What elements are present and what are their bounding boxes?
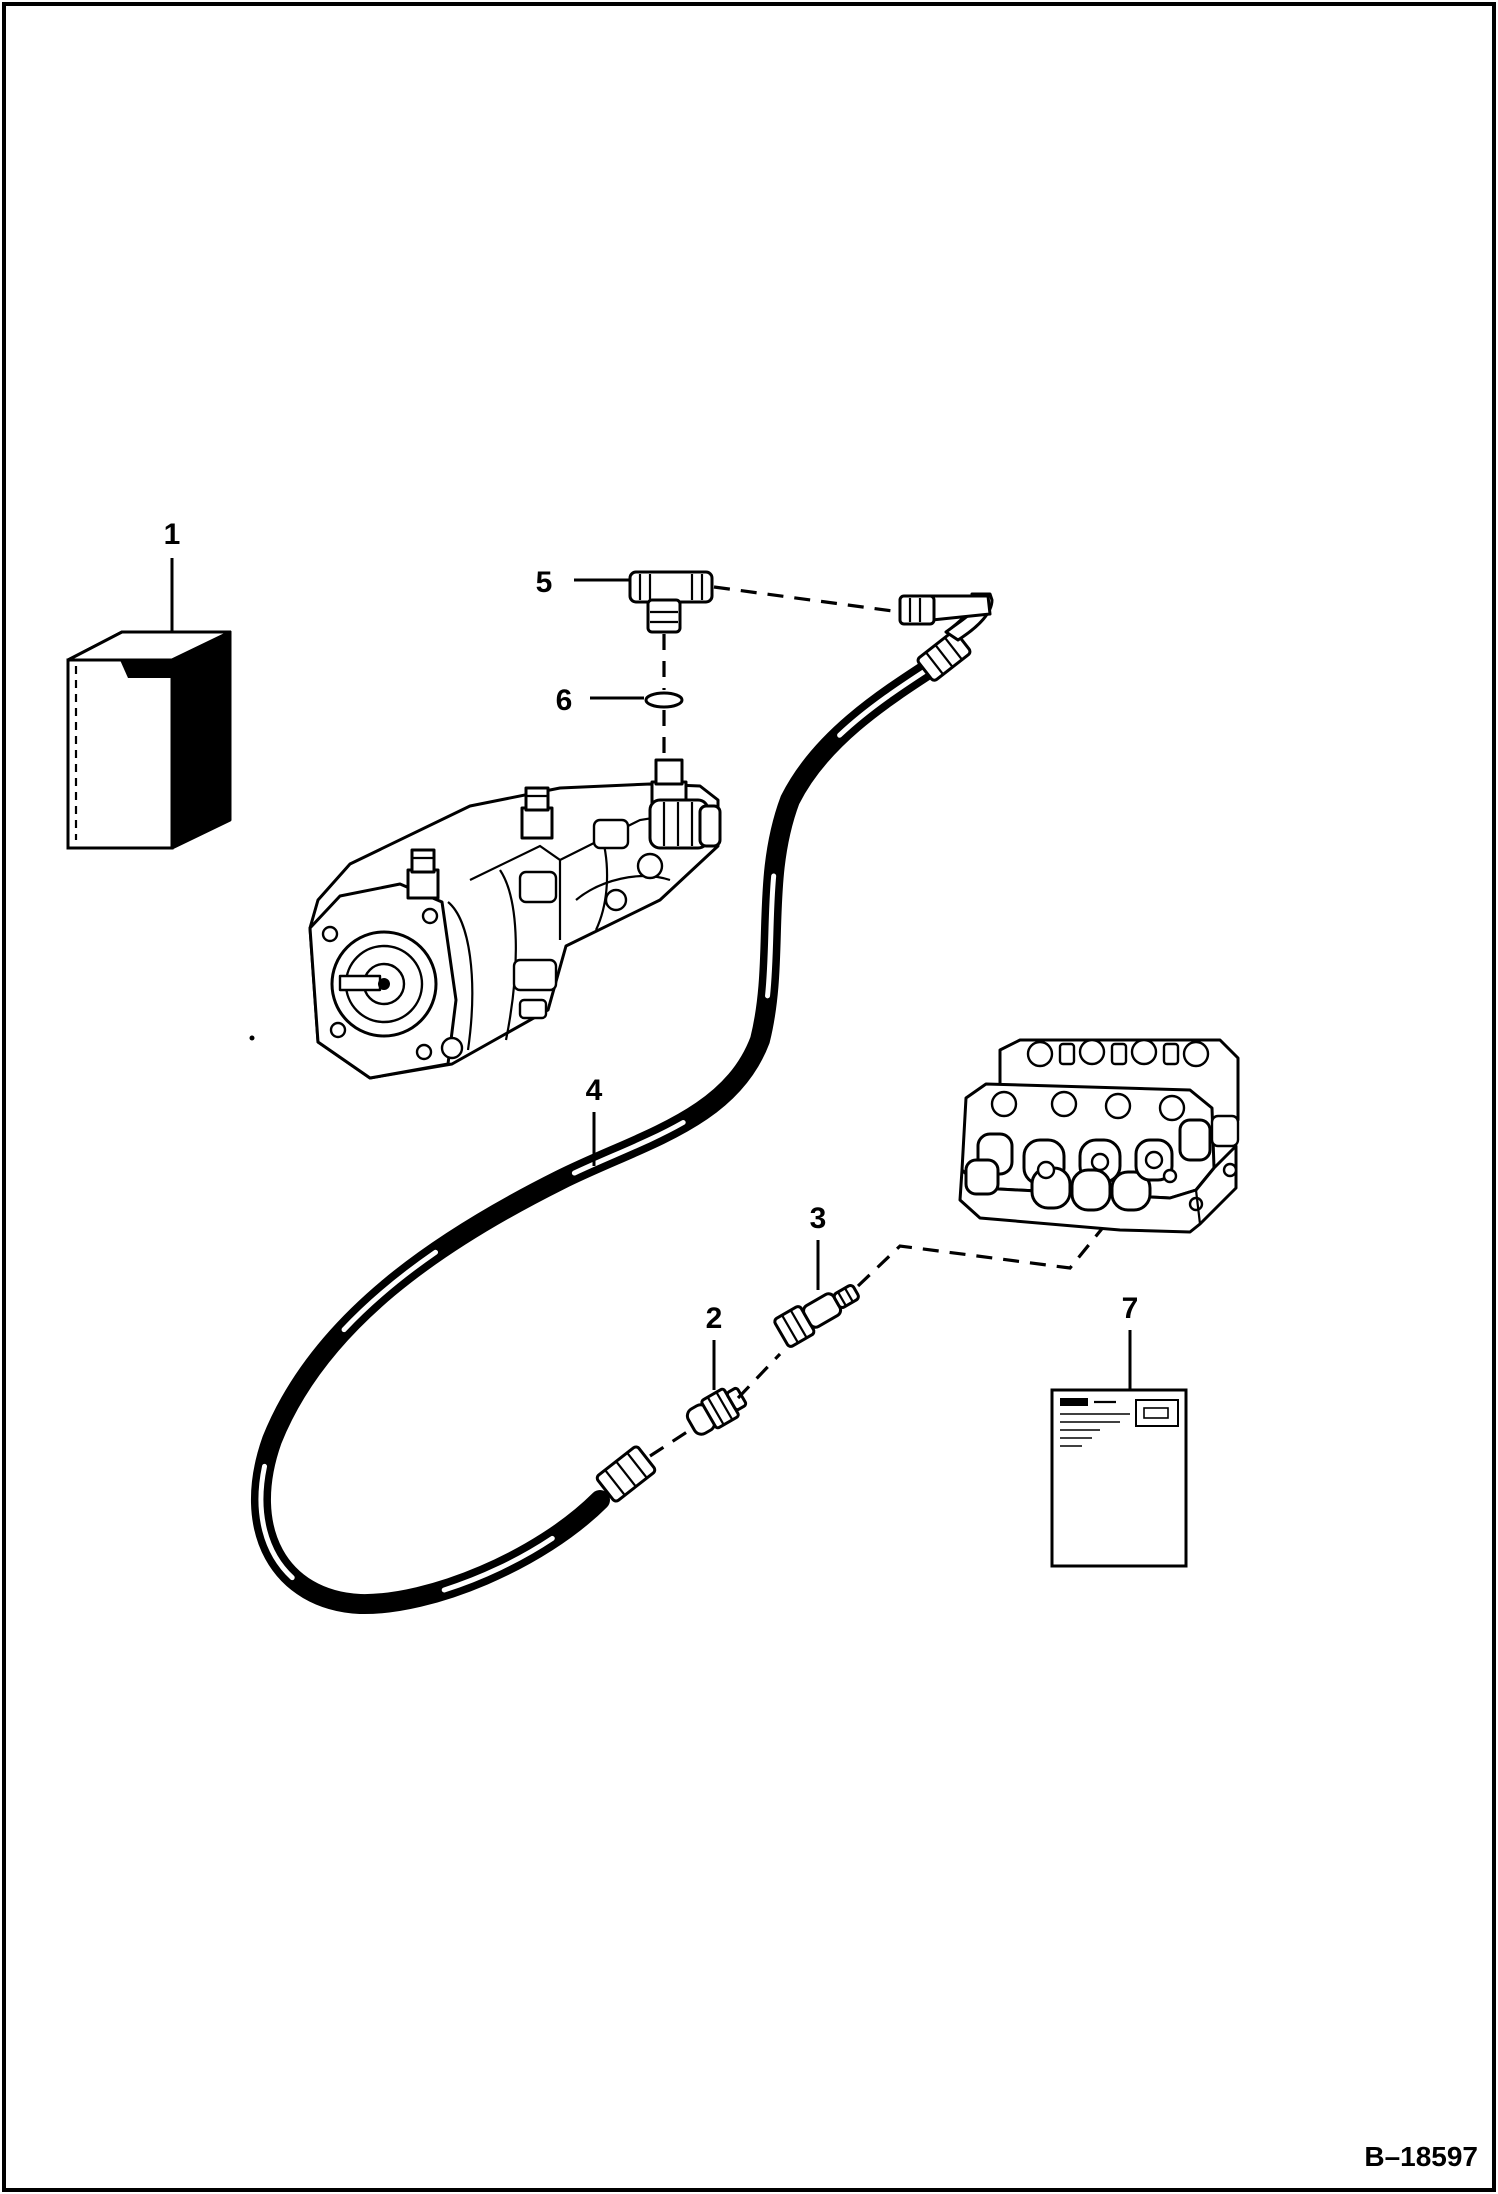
dashed-line-coupler-valve <box>856 1212 1116 1288</box>
callout-6: 6 <box>556 684 573 717</box>
kit-box-part <box>66 630 232 850</box>
callout-2: 2 <box>706 1302 723 1335</box>
dashed-line-hose-adapter <box>649 1428 691 1458</box>
o-ring-part <box>644 691 684 709</box>
control-valve-part <box>958 1038 1240 1234</box>
callout-4: 4 <box>586 1074 603 1107</box>
callout-3: 3 <box>810 1202 827 1235</box>
adapter-fitting-part <box>685 1386 748 1436</box>
hydraulic-hose-part <box>250 592 994 1615</box>
tee-fitting-part <box>628 570 714 634</box>
hydraulic-pump-part <box>308 758 722 1080</box>
instruction-sheet-part <box>1050 1388 1188 1568</box>
quick-coupler-part <box>773 1284 860 1348</box>
callout-5: 5 <box>536 566 553 599</box>
figure-id: B–18597 <box>1364 2141 1478 2172</box>
callout-7: 7 <box>1122 1292 1139 1325</box>
dashed-line-tee-hose <box>713 585 901 614</box>
callout-1: 1 <box>164 518 181 551</box>
